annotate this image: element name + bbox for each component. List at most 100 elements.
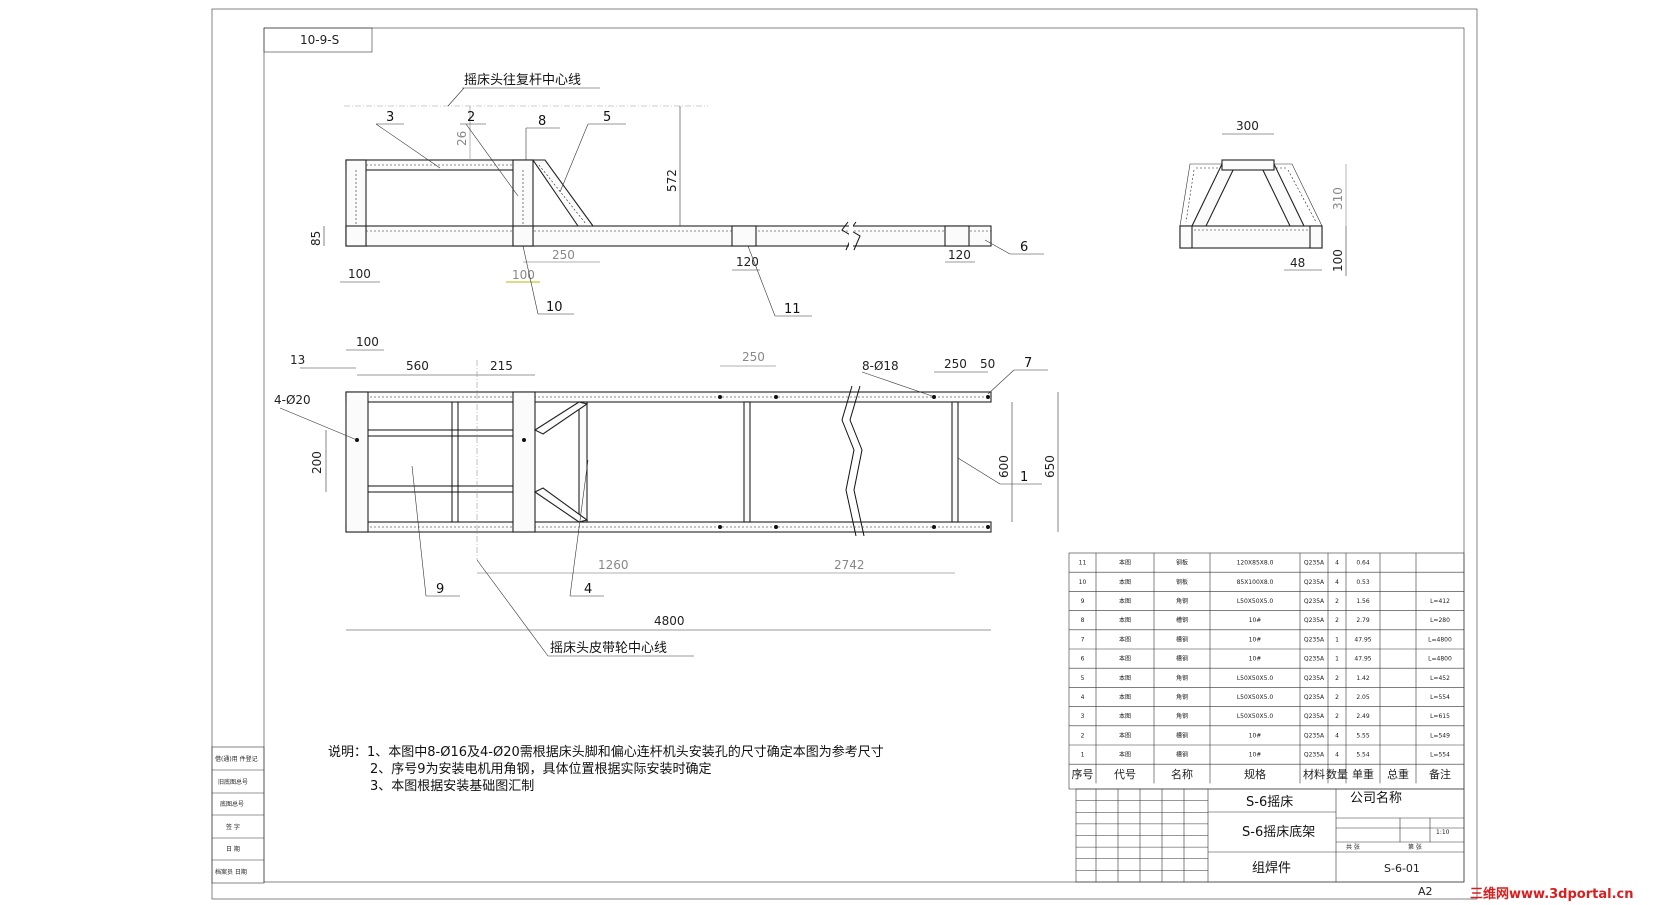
bom-cell: 角钢 — [1176, 693, 1188, 701]
bom-cell: L=554 — [1430, 752, 1450, 759]
title-block: S-6摇床 公司名称 S-6摇床底架 组焊件 S-6-01 1:10 共 张 第… — [1075, 788, 1465, 898]
leader-6 — [984, 239, 1011, 255]
bom-cell: L=452 — [1430, 675, 1450, 682]
balloon-4: 4 — [584, 582, 592, 597]
bom-cell: 2.05 — [1356, 694, 1370, 701]
bom-cell: 4 — [1081, 694, 1085, 701]
balloon-7: 7 — [1024, 356, 1032, 371]
bom-cell: 4 — [1335, 752, 1339, 759]
dim-250-top: 250 — [742, 350, 765, 364]
bom-cell: 2 — [1081, 732, 1085, 739]
strip-cell-5: 档案员 日期 — [215, 868, 247, 876]
leader-5 — [559, 123, 589, 193]
bom-cell: 4 — [1335, 732, 1339, 739]
bom-cell: 47.95 — [1354, 656, 1371, 663]
dim-100-left: 100 — [348, 267, 371, 281]
bom-cell: 10# — [1249, 656, 1262, 663]
end-view-left-brace — [1191, 163, 1237, 227]
note-line-3: 3、本图根据安装基础图汇制 — [370, 779, 534, 794]
bom-cell: 5.54 — [1356, 752, 1370, 759]
dim-650: 650 — [1043, 455, 1057, 478]
bom-cell: 本图 — [1119, 693, 1131, 701]
hole-3 — [718, 525, 722, 529]
bom-cell: L=615 — [1430, 713, 1450, 720]
balloon-2: 2 — [467, 110, 475, 125]
bom-cell: L50X50X5.0 — [1237, 694, 1274, 701]
bom-cell: 角钢 — [1176, 712, 1188, 720]
dim-100-end: 100 — [1331, 249, 1345, 272]
dim-100-plan: 100 — [356, 335, 379, 349]
bom-header-cell: 单重 — [1352, 767, 1374, 781]
plan-view: 13 100 560 215 250 8-Ø18 250 50 7 4-Ø20 … — [274, 335, 1059, 657]
bom-cell: L=4800 — [1428, 636, 1452, 643]
bom-cell: 5 — [1081, 675, 1085, 682]
bom-cell: Q235A — [1304, 752, 1325, 759]
bom-cell: L=549 — [1430, 732, 1450, 739]
dim-310: 310 — [1331, 187, 1345, 210]
strip-cell-0: 借(通)用 件登记 — [215, 755, 258, 763]
bom-cell: 2.49 — [1356, 713, 1370, 720]
bom-cell: 10# — [1249, 752, 1262, 759]
bom-cell: 槽钢 — [1176, 751, 1188, 759]
reciprocating-rod-centerline-label: 摇床头往复杆中心线 — [464, 73, 581, 88]
dim-200: 200 — [310, 451, 324, 474]
dim-215: 215 — [490, 359, 513, 373]
hole-7 — [932, 525, 936, 529]
note-line-1: 说明：1、本图中8-Ø16及4-Ø20需根据床头脚和偏心连杆机头安装孔的尺寸确定… — [328, 744, 884, 760]
bom-cell: L=4800 — [1428, 656, 1452, 663]
bom-cell: L50X50X5.0 — [1237, 675, 1274, 682]
dim-48: 48 — [1290, 256, 1305, 270]
leader-7 — [987, 369, 1015, 395]
dim-120-b: 120 — [948, 248, 971, 262]
belt-pulley-leader — [476, 559, 549, 657]
bom-cell: Q235A — [1304, 656, 1325, 663]
bom-cell: 10# — [1249, 636, 1262, 643]
bom-cell: L=412 — [1430, 598, 1450, 605]
leader-9 — [411, 465, 427, 597]
bom-cell: 5.55 — [1356, 732, 1370, 739]
bom-cell: Q235A — [1304, 732, 1325, 739]
end-view-foot-left — [1179, 225, 1193, 249]
bom-cell: 本图 — [1119, 712, 1131, 720]
bom-cell: 7 — [1081, 636, 1085, 643]
strip-cell-2: 底图总号 — [220, 800, 244, 808]
balloon-9: 9 — [436, 582, 444, 597]
hole-1 — [718, 395, 722, 399]
side-view: 摇床头往复杆中心线 572 85 26 100 — [309, 73, 1044, 317]
dim-85: 85 — [309, 231, 323, 246]
leader-1 — [957, 457, 1001, 485]
tb-part-name: S-6摇床底架 — [1242, 824, 1315, 840]
bom-header-cell: 名称 — [1171, 767, 1193, 781]
bom-cell: L50X50X5.0 — [1237, 598, 1274, 605]
foot-1 — [345, 225, 367, 247]
bom-cell: 钢板 — [1176, 578, 1188, 586]
note-line-2: 2、序号9为安装电机用角钢，具体位置根据实际安装时确定 — [370, 762, 712, 777]
drawing-code-box — [263, 27, 373, 53]
bom-cell: 10 — [1079, 579, 1087, 586]
centerline-leader — [447, 87, 465, 107]
bom-cell: L50X50X5.0 — [1237, 713, 1274, 720]
dim-2742: 2742 — [834, 558, 865, 572]
dim-600: 600 — [997, 455, 1011, 478]
bom-cell: 1 — [1335, 656, 1339, 663]
foot-4 — [944, 225, 970, 247]
bom-cell: 2 — [1335, 598, 1339, 605]
bom-cell: 1.42 — [1356, 675, 1370, 682]
bom-cell: L=280 — [1430, 617, 1450, 624]
plan-left-end — [345, 391, 369, 533]
balloon-8: 8 — [538, 114, 546, 129]
break-gap — [849, 225, 853, 247]
bom-cell: 本图 — [1119, 731, 1131, 739]
hole-5 — [932, 395, 936, 399]
tb-scale: 1:10 — [1436, 829, 1450, 836]
bom-cell: 120X85X8.0 — [1237, 560, 1274, 567]
belt-pulley-centerline-label: 摇床头皮带轮中心线 — [550, 641, 667, 656]
strip-cell-3: 签 字 — [226, 823, 240, 831]
bom-cell: Q235A — [1304, 617, 1325, 624]
leader-10 — [522, 245, 539, 315]
dim-4-holes: 4-Ø20 — [274, 393, 311, 407]
leader-4holes — [279, 407, 358, 441]
